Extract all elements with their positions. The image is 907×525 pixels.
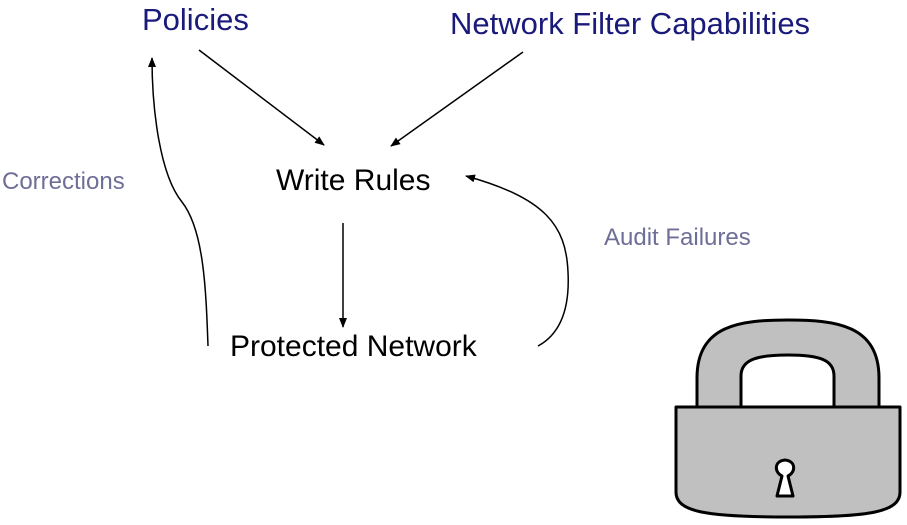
- keyhole-icon: [774, 458, 796, 498]
- audit-failures-label: Audit Failures: [604, 224, 751, 251]
- protected-network-node: Protected Network: [230, 330, 477, 363]
- policies-node: Policies: [142, 2, 249, 37]
- arrow-policies-to-write-rules: [198, 49, 325, 146]
- arrow-audit-failures-loop: [465, 174, 569, 347]
- network-filter-capabilities-node: Network Filter Capabilities: [450, 6, 811, 41]
- corrections-label: Corrections: [2, 168, 125, 195]
- arrow-corrections-loop: [148, 57, 209, 347]
- padlock-shackle: [695, 318, 881, 410]
- write-rules-node: Write Rules: [276, 164, 431, 197]
- arrow-capabilities-to-write-rules: [390, 51, 524, 147]
